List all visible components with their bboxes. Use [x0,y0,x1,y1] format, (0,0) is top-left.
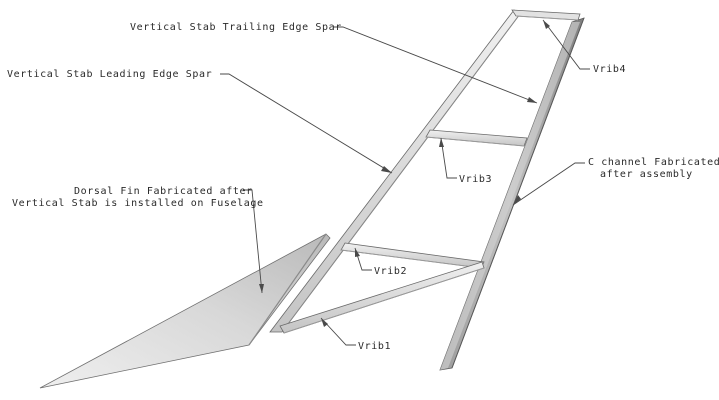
leading-edge-spar-leader [220,73,393,174]
vrib2-label: Vrib2 [374,266,407,277]
trailing-edge-spar-leader [333,26,538,104]
vrib1-part [279,261,485,334]
trailing-edge-spar-part [439,17,585,371]
vrib4-leader [542,19,590,70]
vrib3-label: Vrib3 [459,174,492,185]
vrib1-leader [320,317,356,346]
c-channel-leader [512,162,585,206]
vrib1-label: Vrib1 [358,341,391,352]
vrib3-part [425,129,528,147]
dorsal-fin-part [39,233,331,389]
vrib3-leader [440,137,457,179]
c-channel-label-line2: after assembly [600,169,693,180]
leading-edge-spar-label: Vertical Stab Leading Edge Spar [7,69,212,80]
dorsal-fin-label-line2: Vertical Stab is installed on Fuselage [12,198,264,209]
vrib4-part [511,9,581,21]
vrib2-part [340,242,485,269]
dorsal-fin-label-line1: Dorsal Fin Fabricated after [74,186,253,197]
c-channel-label-line1: C channel Fabricated [588,157,719,168]
vrib4-label: Vrib4 [593,64,626,75]
trailing-edge-spar-label: Vertical Stab Trailing Edge Spar [130,22,342,33]
callout-labels: Vertical Stab Trailing Edge Spar Vertica… [7,22,719,352]
dorsal-fin-leader [243,189,263,294]
leader-lines [220,19,590,346]
